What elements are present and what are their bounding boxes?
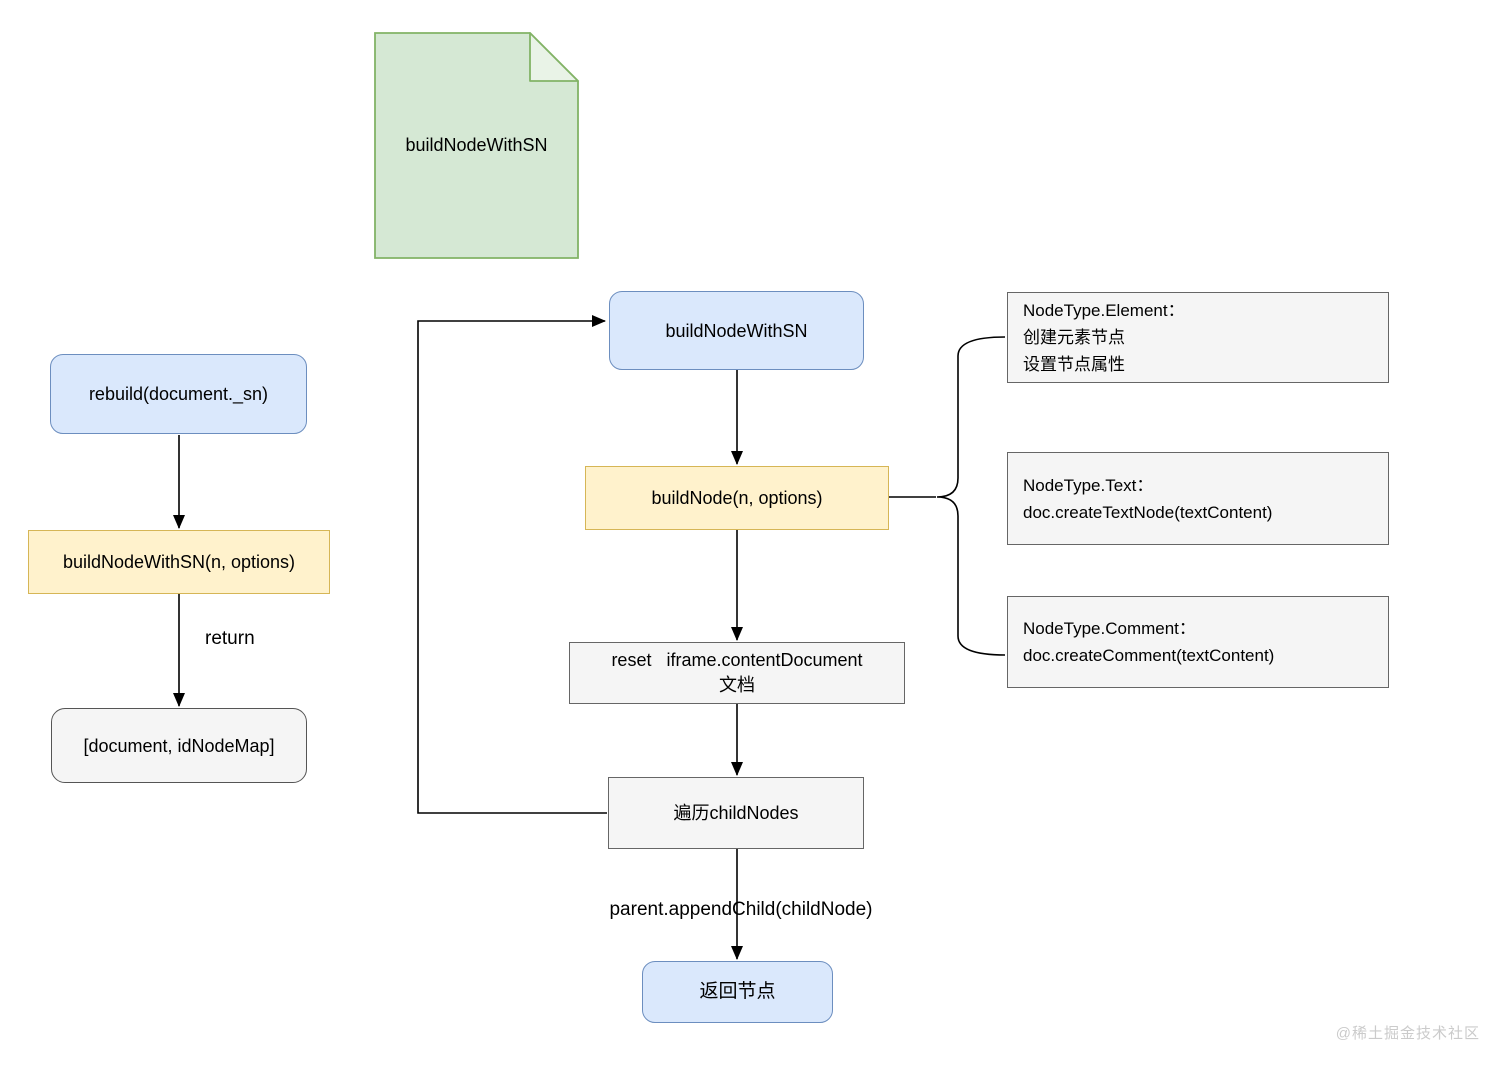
node-nodetype-element-label: NodeType.Element： 创建元素节点 设置节点属性: [1023, 301, 1185, 374]
watermark: @稀土掘金技术社区: [1335, 1025, 1480, 1042]
brace-buildnode-to-nodetypes: [889, 336, 1006, 656]
node-buildnode-label: buildNode(n, options): [651, 488, 823, 508]
node-return-node: 返回节点: [642, 961, 833, 1023]
edge-label-return: return: [205, 628, 255, 649]
document-note-shape: [374, 32, 579, 259]
node-rebuild-label: rebuild(document._sn): [88, 384, 269, 404]
node-result-tuple-label: [document, idNodeMap]: [83, 735, 275, 756]
node-nodetype-comment: NodeType.Comment： doc.createComment(text…: [1007, 596, 1389, 688]
node-buildnode: buildNode(n, options): [585, 466, 889, 530]
node-reset-iframe: reset iframe.contentDocument 文档: [569, 642, 905, 704]
node-traverse-children: 遍历childNodes: [608, 777, 864, 849]
document-note-label: buildNodeWithSN: [405, 135, 548, 155]
node-result-tuple: [document, idNodeMap]: [51, 708, 307, 783]
node-nodetype-text-label: NodeType.Text： doc.createTextNode(textCo…: [1023, 475, 1273, 522]
node-traverse-children-label: 遍历childNodes: [673, 803, 799, 823]
node-buildnodewithsn-label: buildNodeWithSN: [665, 320, 808, 341]
node-reset-iframe-label: reset iframe.contentDocument 文档: [611, 650, 863, 695]
node-nodetype-comment-label: NodeType.Comment： doc.createComment(text…: [1023, 619, 1275, 665]
arrow-loop-traverse-to-buildnodewithsn: [417, 315, 607, 814]
node-buildnodewithsn: buildNodeWithSN: [609, 291, 864, 370]
node-return-node-label: 返回节点: [699, 981, 776, 1002]
node-rebuild: rebuild(document._sn): [50, 354, 307, 434]
node-nodetype-text: NodeType.Text： doc.createTextNode(textCo…: [1007, 452, 1389, 545]
node-buildnodewithsn-call: buildNodeWithSN(n, options): [28, 530, 330, 594]
note-fold-corner: [529, 32, 579, 82]
node-nodetype-element: NodeType.Element： 创建元素节点 设置节点属性: [1007, 292, 1389, 383]
node-buildnodewithsn-call-label: buildNodeWithSN(n, options): [62, 552, 296, 572]
edge-label-appendchild: parent.appendChild(childNode): [609, 899, 873, 920]
